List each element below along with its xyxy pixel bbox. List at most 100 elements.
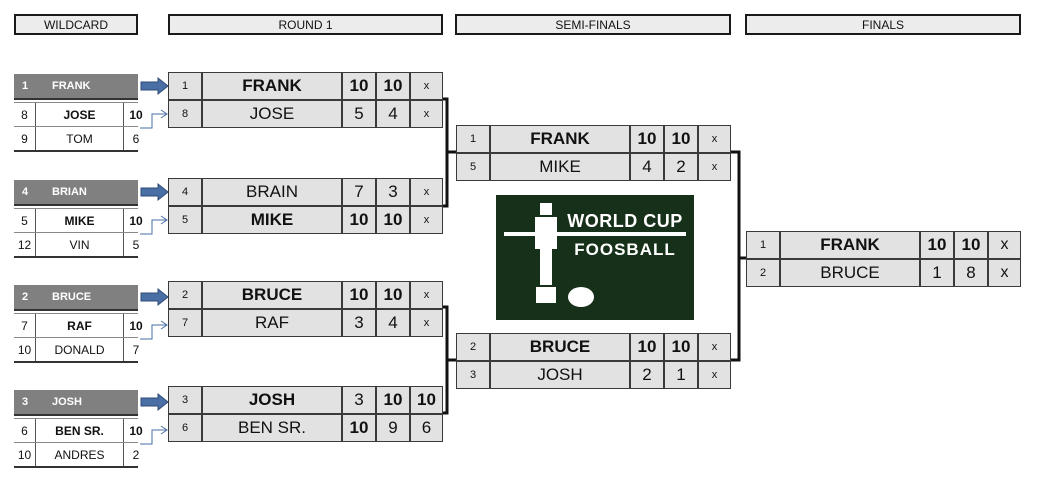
match-player-name: FRANK <box>490 125 630 153</box>
match-game1-score: 1 <box>920 259 954 287</box>
wildcard-row-b: 10 ANDRES 2 <box>14 443 139 468</box>
match-game2-score: 3 <box>376 178 410 206</box>
wildcard-seed: 5 <box>14 209 36 232</box>
match-seed: 3 <box>168 386 202 414</box>
match-game2-score: 10 <box>376 281 410 309</box>
match-game1-score: 10 <box>342 281 376 309</box>
winner-advance-arrow-icon <box>140 219 166 235</box>
match-game1-score: 3 <box>342 309 376 337</box>
match-game2-score: 4 <box>376 309 410 337</box>
wildcard-top-name: BRUCE <box>52 291 92 303</box>
wildcard-top-seed: 4 <box>21 186 29 198</box>
wildcard-seed: 8 <box>14 103 36 126</box>
match-player-name: BEN SR. <box>202 414 342 442</box>
connector-r1-bottom <box>443 305 449 415</box>
wildcard-score: 6 <box>132 131 140 146</box>
match-player-name: MIKE <box>490 153 630 181</box>
header-wildcard: WILDCARD <box>14 14 138 35</box>
wildcard-seed: 10 <box>14 338 36 361</box>
winner-advance-arrow-icon <box>140 324 166 340</box>
wildcard-top-seed: 2 <box>21 291 29 303</box>
match-player-name: BRUCE <box>202 281 342 309</box>
match-game3-score: x <box>410 72 443 100</box>
match-game1-score: 10 <box>342 414 376 442</box>
match-game1-score: 10 <box>630 125 664 153</box>
connector-r1-top <box>443 97 449 208</box>
wildcard-seed-header: 1 FRANK <box>14 74 138 100</box>
wildcard-row-b: 9 TOM 6 <box>14 127 139 152</box>
wildcard-top-seed: 3 <box>21 396 29 408</box>
wildcard-name: RAF <box>36 314 124 337</box>
wildcard-score: 5 <box>132 237 140 252</box>
match-player-name: FRANK <box>202 72 342 100</box>
match-game1-score: 5 <box>342 100 376 128</box>
wildcard-name: MIKE <box>36 209 124 232</box>
match-game1-score: 10 <box>342 72 376 100</box>
wildcard-top-name: BRIAN <box>52 186 87 198</box>
header-semis: SEMI-FINALS <box>455 14 731 35</box>
foosball-player-icon <box>504 203 686 307</box>
wildcard-name: JOSE <box>36 103 124 126</box>
arrow-head-icon <box>160 320 168 330</box>
wildcard-name: DONALD <box>36 338 124 361</box>
match-seed: 2 <box>168 281 202 309</box>
wildcard-score: 10 <box>129 318 143 333</box>
wildcard-row-a: 5 MIKE 10 <box>14 208 143 233</box>
wildcard-score: 2 <box>132 447 140 462</box>
header-round1: ROUND 1 <box>168 14 443 35</box>
match-game3-score: x <box>988 231 1021 259</box>
wildcard-seed-header: 3 JOSH <box>14 390 138 416</box>
match-game2-score: 10 <box>376 206 410 234</box>
match-game2-score: 10 <box>664 333 698 361</box>
match-game3-score: x <box>698 333 731 361</box>
match-game2-score: 1 <box>664 361 698 389</box>
match-game2-score: 10 <box>376 386 410 414</box>
match-game2-score: 8 <box>954 259 988 287</box>
wildcard-name: VIN <box>36 233 124 256</box>
match-game1-score: 10 <box>920 231 954 259</box>
match-game3-score: x <box>988 259 1021 287</box>
match-player-name: JOSH <box>490 361 630 389</box>
wildcard-top-name: JOSH <box>52 396 82 408</box>
match-game1-score: 10 <box>630 333 664 361</box>
match-game2-score: 10 <box>376 72 410 100</box>
match-game1-score: 2 <box>630 361 664 389</box>
match-seed: 1 <box>456 125 490 153</box>
wildcard-name: BEN SR. <box>36 419 124 442</box>
match-seed: 5 <box>168 206 202 234</box>
match-game3-score: x <box>698 361 731 389</box>
arrow-head-icon <box>160 425 168 435</box>
advance-arrow-icon <box>140 76 169 96</box>
match-game3-score: x <box>410 178 443 206</box>
arrow-head-icon <box>160 215 168 225</box>
arrow-head-icon <box>160 109 168 119</box>
wildcard-seed: 9 <box>14 127 36 150</box>
wildcard-top-name: FRANK <box>52 80 91 92</box>
match-seed: 2 <box>456 333 490 361</box>
wildcard-seed-header: 2 BRUCE <box>14 285 138 311</box>
wildcard-score: 10 <box>129 107 143 122</box>
match-game3-score: x <box>410 309 443 337</box>
wildcard-row-a: 7 RAF 10 <box>14 313 143 338</box>
wildcard-top-seed: 1 <box>21 80 29 92</box>
match-seed: 7 <box>168 309 202 337</box>
wildcard-row-b: 12 VIN 5 <box>14 233 139 258</box>
match-game3-score: x <box>698 153 731 181</box>
advance-arrow-icon <box>140 287 169 307</box>
match-game3-score: 10 <box>410 386 443 414</box>
logo-line2: FOOSBALL <box>574 240 676 259</box>
world-cup-foosball-logo: WORLD CUP FOOSBALL <box>496 195 694 320</box>
wildcard-seed-header: 4 BRIAN <box>14 180 138 206</box>
wildcard-seed: 10 <box>14 443 36 466</box>
wildcard-score: 7 <box>132 342 140 357</box>
match-game1-score: 10 <box>342 206 376 234</box>
wildcard-row-a: 6 BEN SR. 10 <box>14 418 143 443</box>
match-game1-score: 4 <box>630 153 664 181</box>
wildcard-seed: 7 <box>14 314 36 337</box>
match-game2-score: 10 <box>664 125 698 153</box>
match-player-name: BRAIN <box>202 178 342 206</box>
match-seed: 3 <box>456 361 490 389</box>
logo-line1: WORLD CUP <box>567 211 683 231</box>
match-game3-score: x <box>698 125 731 153</box>
match-player-name: JOSH <box>202 386 342 414</box>
